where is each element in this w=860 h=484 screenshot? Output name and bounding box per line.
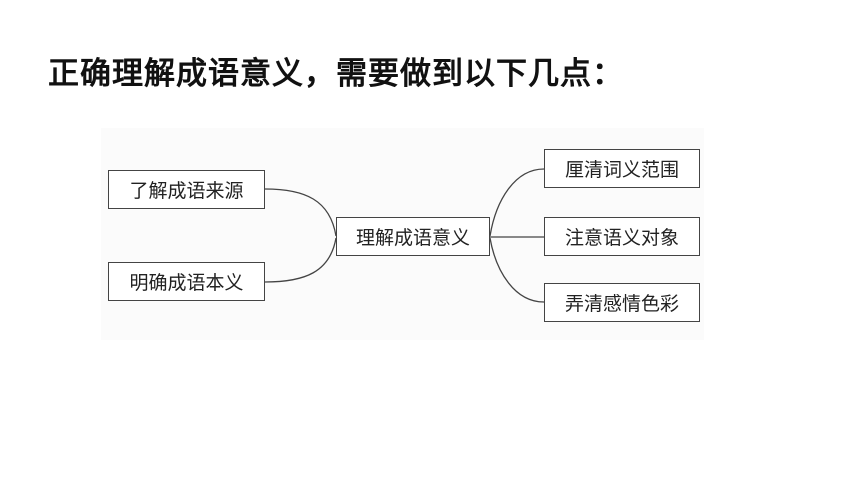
node-left-source: 了解成语来源 (108, 170, 265, 209)
node-left-meaning: 明确成语本义 (108, 262, 265, 301)
node-right-object: 注意语义对象 (544, 217, 700, 256)
node-right-emotion: 弄清感情色彩 (544, 283, 700, 322)
connector-right-bottom (489, 237, 545, 303)
node-right-scope: 厘清词义范围 (544, 149, 700, 188)
connector-left-bottom (264, 237, 337, 283)
connector-left-top (264, 188, 337, 237)
connector-right-top (489, 168, 545, 237)
page-title: 正确理解成语意义，需要做到以下几点： (48, 56, 624, 92)
node-center: 理解成语意义 (336, 217, 490, 256)
